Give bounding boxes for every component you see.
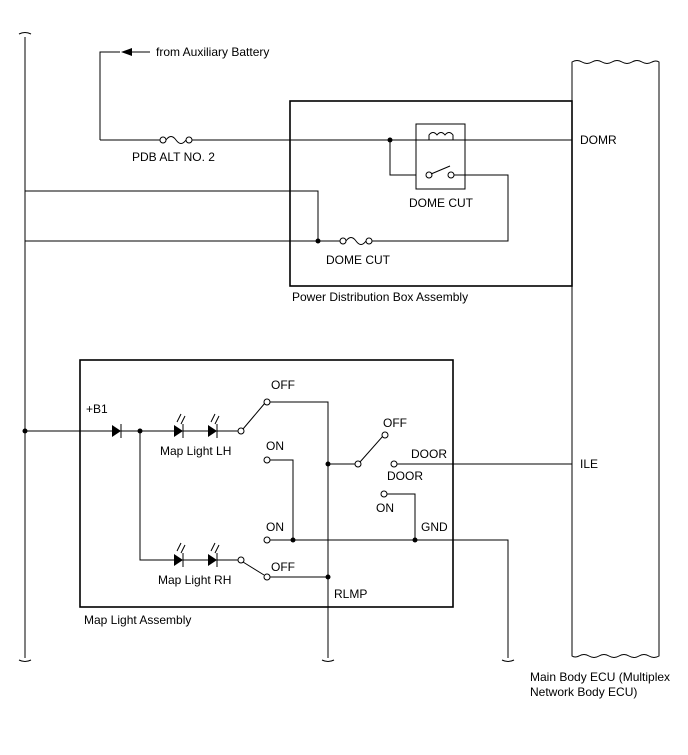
- map-light-assembly-label: Map Light Assembly: [84, 613, 191, 627]
- break-mark-bottom-left: [18, 659, 32, 662]
- rh-switch-contact: [242, 561, 265, 576]
- switch-terminal: [380, 490, 388, 498]
- switch-terminal: [354, 460, 362, 468]
- ecu-label-line2: Network Body ECU): [530, 685, 637, 699]
- relay-switch-contact: [430, 165, 451, 175]
- switch-terminal: [263, 573, 271, 581]
- fuse-terminal: [339, 237, 347, 245]
- pdb-assembly-box: [289, 100, 573, 287]
- domr-label: DOMR: [580, 133, 617, 147]
- off-lh-wire: [270, 401, 329, 658]
- switch-terminal: [263, 456, 271, 464]
- relay-coil-icon: [428, 132, 454, 140]
- ecu-block: [571, 60, 660, 658]
- door-label-2: DOOR: [387, 469, 423, 483]
- b1-label: +B1: [86, 402, 108, 416]
- led-icon: [208, 554, 217, 566]
- rh-branch-wire: [139, 431, 174, 561]
- from-aux-battery-label: from Auxiliary Battery: [156, 45, 269, 59]
- rlmp-label: RLMP: [334, 587, 367, 601]
- fuse-terminal: [185, 136, 193, 144]
- junction-dot: [290, 537, 296, 543]
- off-lh-label: OFF: [271, 378, 295, 392]
- off-rh-label: OFF: [271, 560, 295, 574]
- switch-terminal: [263, 536, 271, 544]
- fuse-terminal: [159, 136, 167, 144]
- junction-dot: [412, 537, 418, 543]
- switch-terminal: [237, 427, 245, 435]
- door-label-1: DOOR: [411, 447, 447, 461]
- dome-wire-top: [25, 190, 319, 241]
- fuse-terminal: [365, 237, 373, 245]
- arrow-left-icon: [121, 48, 132, 56]
- junction-dot: [315, 238, 321, 244]
- ile-label: ILE: [580, 457, 598, 471]
- switch-terminal: [263, 398, 271, 406]
- junction-dot: [22, 428, 28, 434]
- on-door-label: ON: [376, 501, 394, 515]
- pdb-assembly-label: Power Distribution Box Assembly: [292, 290, 468, 304]
- relay-terminal: [447, 171, 455, 179]
- on-door-wire: [387, 493, 416, 540]
- relay-terminal: [425, 171, 433, 179]
- dome-cut-relay-box: [415, 123, 466, 190]
- ecu-label-line1: Main Body ECU (Multiplex: [530, 670, 670, 684]
- switch-terminal: [390, 460, 398, 468]
- relay-out-wire: [379, 174, 509, 242]
- aux-battery-wire: [99, 51, 120, 140]
- map-light-assembly-box: [79, 359, 454, 608]
- led-rays: [210, 542, 220, 554]
- led-icon: [174, 554, 183, 566]
- dome-cut-fuse-label: DOME CUT: [326, 253, 391, 267]
- off-door-label: OFF: [383, 416, 407, 430]
- dome-cut-relay-label: DOME CUT: [409, 196, 474, 210]
- led-icon: [174, 425, 183, 437]
- break-mark-top-left: [18, 32, 32, 35]
- led-rays: [176, 542, 186, 554]
- junction-dot: [325, 574, 331, 580]
- pdb-alt-label: PDB ALT NO. 2: [132, 150, 215, 164]
- dome-cut-fuse-icon: [345, 237, 367, 245]
- led-icon: [208, 425, 217, 437]
- break-mark-gnd: [501, 659, 515, 662]
- switch-terminal: [381, 431, 389, 439]
- lh-switch-contact: [242, 402, 266, 430]
- pdb-alt-fuse-icon: [165, 136, 187, 144]
- led-rays: [210, 413, 220, 425]
- gnd-wire: [270, 539, 509, 658]
- led-rays: [176, 413, 186, 425]
- on-lh-wire: [270, 459, 294, 540]
- on-lh-label: ON: [266, 439, 284, 453]
- diode-icon: [112, 425, 121, 437]
- gnd-label: GND: [421, 520, 448, 534]
- relay-coil-wire: [389, 140, 416, 176]
- door-switch-contact: [359, 435, 384, 463]
- on-rh-label: ON: [266, 520, 284, 534]
- break-mark-rlmp: [321, 659, 335, 662]
- map-light-rh-label: Map Light RH: [158, 573, 231, 587]
- switch-terminal: [237, 556, 245, 564]
- map-light-lh-label: Map Light LH: [160, 444, 231, 458]
